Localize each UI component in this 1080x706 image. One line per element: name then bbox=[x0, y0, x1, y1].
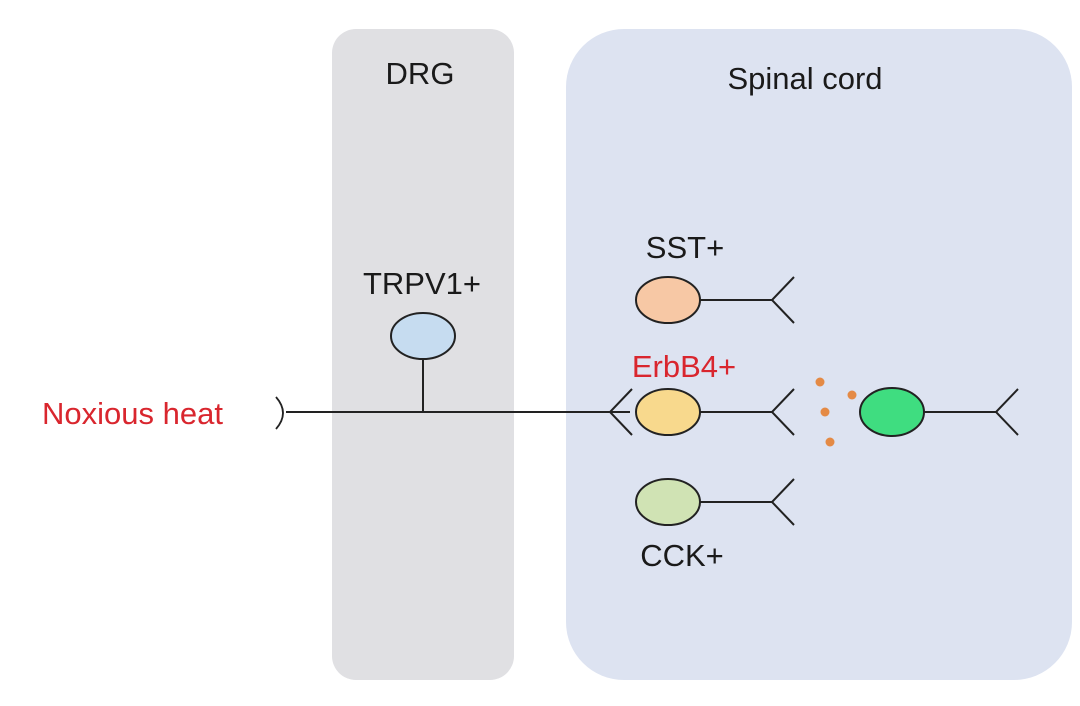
erbb4-neuron-soma bbox=[635, 388, 701, 436]
trpv1-neuron-soma bbox=[390, 312, 456, 360]
drg-title: DRG bbox=[386, 56, 455, 91]
sst-label: SST+ bbox=[646, 230, 724, 265]
target-neuron-soma bbox=[859, 387, 925, 437]
trpv1-label: TRPV1+ bbox=[363, 266, 481, 301]
cck-label: CCK+ bbox=[640, 538, 724, 573]
sensory-ending-arc bbox=[275, 396, 284, 430]
erbb4-label: ErbB4+ bbox=[632, 349, 736, 384]
transmitter-dot bbox=[847, 390, 857, 400]
transmitter-dot bbox=[825, 437, 835, 447]
noxious-heat-label: Noxious heat bbox=[42, 396, 223, 431]
sst-neuron-soma bbox=[635, 276, 701, 324]
neurotransmitter-release-dots bbox=[815, 377, 857, 447]
sst-terminal bbox=[770, 276, 795, 324]
cck-neuron-soma bbox=[635, 478, 701, 526]
spinal-cord-title: Spinal cord bbox=[727, 61, 882, 96]
erbb4-terminal bbox=[770, 388, 795, 436]
transmitter-dot bbox=[815, 377, 825, 387]
transmitter-dot bbox=[820, 407, 830, 417]
cck-terminal bbox=[770, 478, 795, 526]
target-neuron-terminal bbox=[994, 388, 1019, 436]
afferent-synaptic-terminal bbox=[608, 388, 633, 436]
